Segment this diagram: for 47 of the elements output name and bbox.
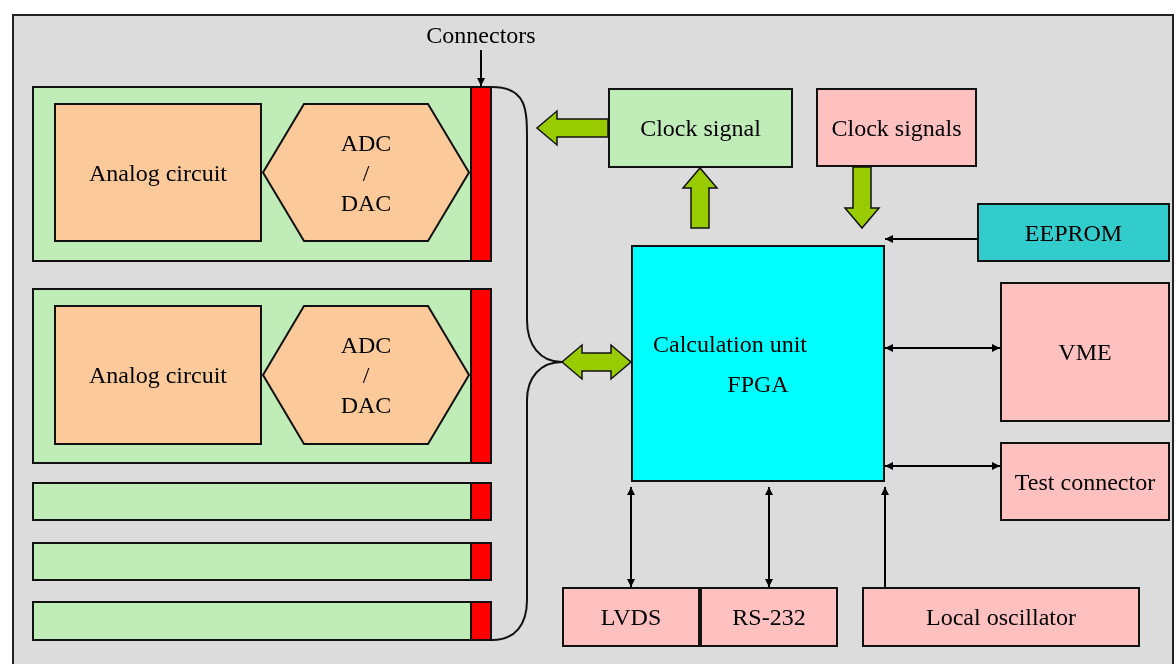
connector-bar — [470, 482, 492, 521]
box-label: Clock signal — [640, 114, 761, 143]
signal-arrow — [884, 462, 1001, 470]
box-label: ADC / DAC — [339, 128, 393, 218]
box-label: FPGA — [727, 369, 789, 399]
circuit-box — [54, 305, 262, 445]
box-label: Local oscillator — [926, 603, 1076, 632]
box-label: Test connector — [1014, 467, 1156, 497]
signal-arrow — [881, 486, 889, 588]
signal-arrow — [884, 235, 978, 243]
memory-box — [977, 203, 1170, 262]
circuit-card — [32, 288, 492, 464]
module-box — [862, 587, 1140, 647]
box-label: EEPROM — [1024, 218, 1123, 248]
signal-arrow — [765, 486, 773, 588]
label-text: Connectors — [426, 21, 536, 50]
box-label: ADC / DAC — [339, 331, 393, 420]
circuit-box — [54, 103, 262, 242]
connector-bar — [470, 288, 492, 464]
box-label: Clock signals — [831, 113, 962, 143]
signal-arrow — [627, 486, 635, 588]
module-box — [1000, 282, 1170, 422]
box-label: Calculation unit — [653, 329, 807, 359]
module-box — [1000, 442, 1170, 521]
block-arrow — [681, 166, 719, 229]
box-label: Analog circuit — [89, 158, 227, 188]
signal-arrow — [884, 344, 1001, 352]
box-label: Analog circuit — [89, 361, 227, 390]
circuit-card — [32, 601, 492, 641]
block-arrow — [560, 343, 633, 381]
block-arrow — [843, 166, 881, 230]
circuit-card — [32, 482, 492, 521]
connector-bar — [470, 86, 492, 262]
connector-bar — [470, 542, 492, 581]
connector-bar — [470, 601, 492, 641]
module-box — [562, 587, 700, 647]
clock-box — [608, 88, 793, 168]
box-label: RS-232 — [732, 603, 806, 632]
block-arrow — [535, 109, 609, 147]
circuit-card — [32, 542, 492, 581]
module-box — [700, 587, 838, 647]
processor-box — [631, 245, 885, 482]
circuit-card — [32, 86, 492, 262]
box-label: VME — [1058, 338, 1112, 367]
leader-arrow — [477, 49, 485, 87]
box-label: LVDS — [600, 603, 662, 632]
module-box — [816, 88, 977, 167]
